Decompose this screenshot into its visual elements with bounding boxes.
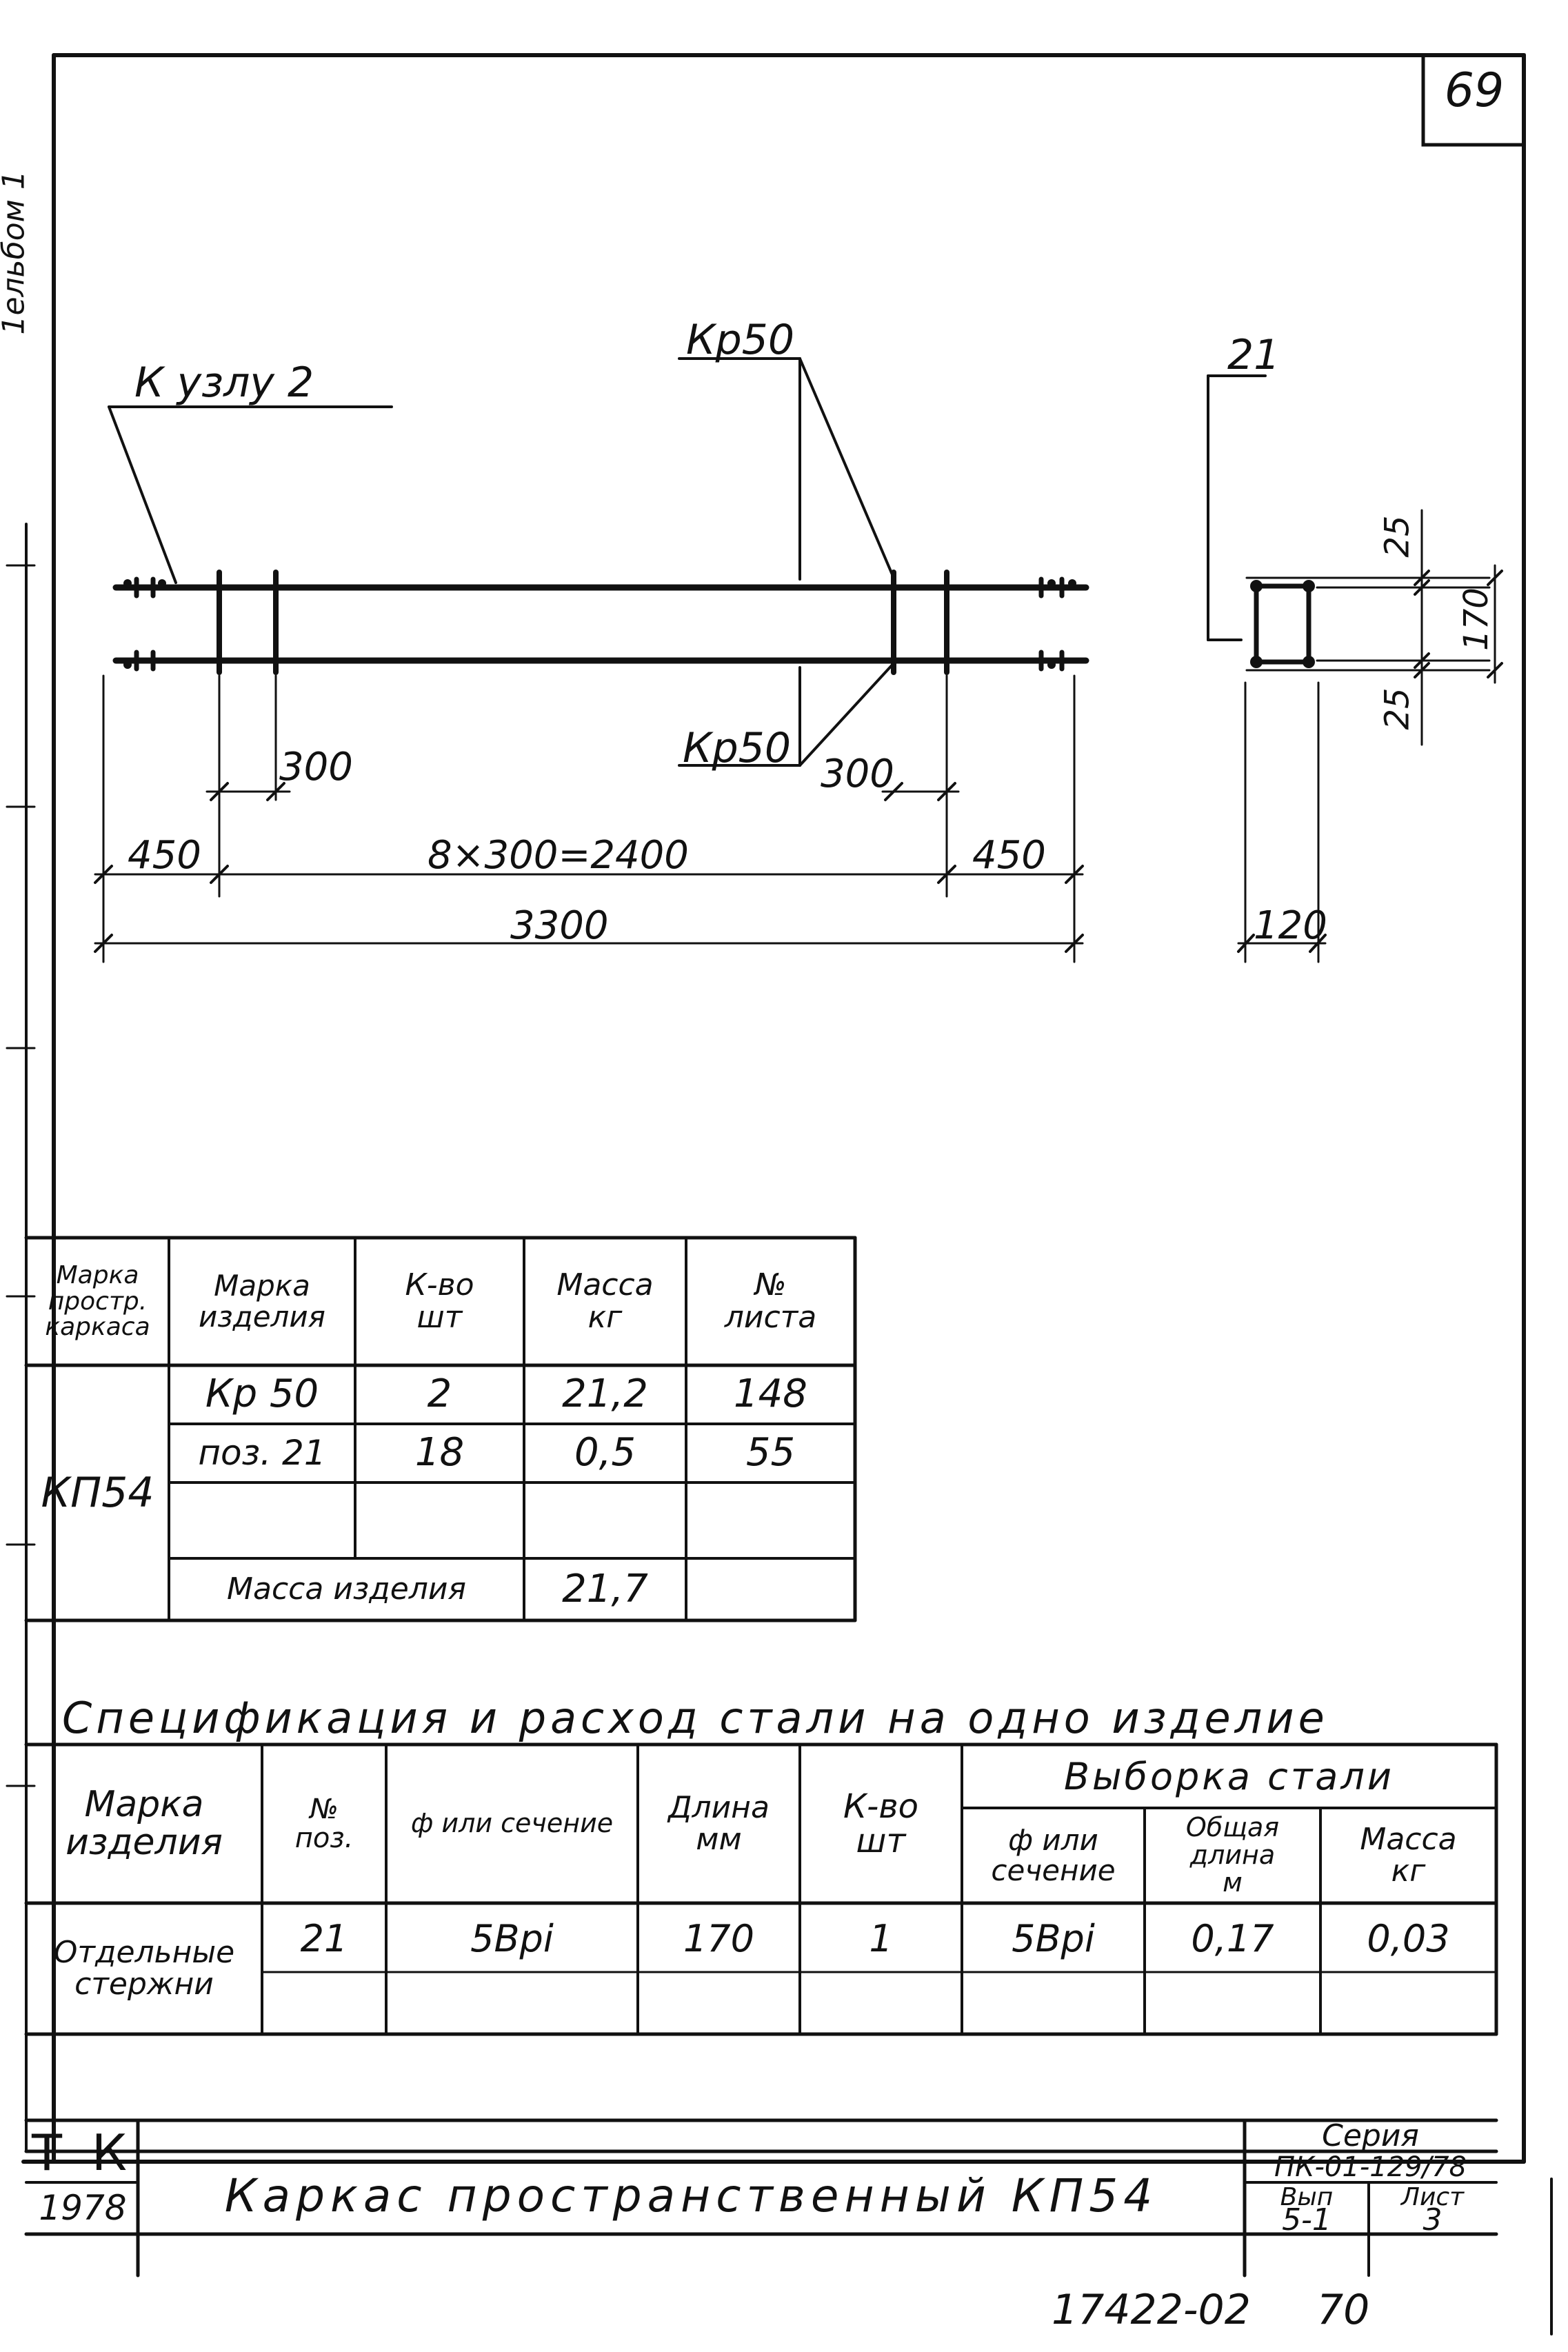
spec-row-section: 5Врі (470, 1917, 554, 1961)
spec-header-qty: К-во шт (800, 1748, 962, 1900)
spec-row-item-mark: Отдельные стержни (26, 1907, 262, 2031)
title-block-series-value: ПК-01-129/78 (1274, 2151, 1467, 2183)
title-block-year: 1978 (39, 2188, 127, 2229)
comp-row-1-mass: 21,2 (562, 1371, 648, 1417)
spec-header-qty-l2: шт (856, 1822, 906, 1860)
comp-header-frame-mark-l3: каркаса (45, 1313, 150, 1342)
spec-header-mass: Масса кг (1320, 1811, 1496, 1900)
dim-300-left: 300 (279, 745, 353, 790)
comp-row-1-item: Кр 50 (205, 1371, 319, 1417)
spec-header-pos: № поз. (262, 1748, 386, 1900)
title-block-sheet-value: 3 (1423, 2202, 1443, 2238)
spec-row-qty: 1 (869, 1917, 893, 1961)
title-block-sheet-label: Лист (1400, 2183, 1465, 2212)
spec-header-pos-l2: поз. (294, 1822, 354, 1854)
spec-header-total-length: Общая длина м (1145, 1811, 1320, 1900)
spec-row-steel-section: 5Врі (1012, 1917, 1095, 1961)
spec-header-qty-l1: К-во (843, 1787, 919, 1826)
spec-header-item-mark-l1: Марка (84, 1784, 204, 1826)
comp-header-item-mark: Марка изделия (169, 1241, 355, 1362)
comp-total-label: Масса изделия (227, 1571, 466, 1607)
comp-total-value: 21,7 (562, 1566, 648, 1611)
bottom-code: 17422-02 (1052, 2286, 1251, 2334)
spec-header-length-l2: мм (696, 1822, 742, 1857)
dim-3300: 3300 (510, 903, 609, 948)
comp-header-sheet-l2: листа (724, 1299, 817, 1335)
spec-header-item-mark: Марка изделия (26, 1748, 262, 1900)
spec-row-item-mark-l1: Отдельные (53, 1934, 235, 1970)
comp-header-item-mark-l1: Марка (214, 1269, 310, 1303)
spec-header-mass-l1: Масса (1360, 1821, 1457, 1857)
spec-header-total-length-l1: Общая (1185, 1812, 1280, 1843)
callout-pos-21: 21 (1227, 331, 1280, 379)
dim-300-right: 300 (821, 752, 894, 796)
dim-450-left: 450 (128, 833, 201, 878)
comp-header-frame-mark: Марка простр. каркаса (26, 1241, 169, 1362)
comp-header-mass: Масса кг (524, 1241, 686, 1362)
dim-170: 170 (1456, 587, 1496, 651)
comp-row-1-qty: 2 (427, 1371, 452, 1417)
spec-header-total-length-l3: м (1223, 1867, 1243, 1898)
comp-header-sheet: № листа (686, 1241, 855, 1362)
callout-kr50-bottom: Кр50 (683, 724, 792, 772)
comp-header-qty-l2: шт (416, 1299, 463, 1335)
side-stamp: 1ельбом 1 (0, 170, 32, 335)
comp-row-2-qty: 18 (414, 1430, 465, 1476)
comp-row-1-sheet: 148 (734, 1371, 807, 1417)
title-block-issue-value: 5-1 (1282, 2202, 1331, 2238)
callout-node-2: К узлу 2 (134, 359, 314, 407)
spec-row-total-length: 0,17 (1191, 1917, 1274, 1961)
comp-header-item-mark-l2: изделия (199, 1299, 325, 1334)
spec-row-length: 170 (683, 1917, 755, 1961)
title-block-title: Каркас пространственный КП54 (224, 2169, 1158, 2223)
bottom-number: 70 (1317, 2286, 1370, 2334)
spec-header-steel-group: Выборка стали (1063, 1755, 1395, 1799)
comp-header-qty: К-во шт (355, 1241, 524, 1362)
comp-header-mass-l2: кг (587, 1299, 623, 1335)
spec-title: Спецификация и расход стали на одно изде… (62, 1693, 1329, 1743)
comp-frame-mark: КП54 (41, 1468, 154, 1517)
spec-header-total-length-l2: длина (1189, 1840, 1276, 1871)
spec-header-length-l1: Длина (668, 1789, 770, 1825)
comp-row-2-sheet: 55 (745, 1430, 796, 1476)
comp-header-mass-l1: Масса (556, 1267, 654, 1303)
dim-120: 120 (1254, 903, 1327, 948)
spec-row-mass: 0,03 (1367, 1917, 1450, 1961)
dim-8x300: 8×300=2400 (428, 833, 689, 878)
spec-header-item-mark-l2: изделия (66, 1822, 223, 1863)
comp-row-2-item: поз. 21 (198, 1433, 326, 1474)
spec-row-item-mark-l2: стержни (74, 1967, 214, 2002)
dim-25-top: 25 (1378, 515, 1417, 558)
dim-25-bottom: 25 (1378, 687, 1417, 730)
comp-header-frame-mark-l1: Марка (56, 1260, 139, 1289)
comp-row-2-mass: 0,5 (574, 1430, 636, 1476)
spec-row-pos: 21 (300, 1917, 348, 1961)
sheet-number: 69 (1444, 63, 1505, 118)
spec-header-mass-l2: кг (1391, 1853, 1426, 1889)
callout-kr50-top: Кр50 (686, 316, 795, 364)
spec-header-steel-section-l2: сечение (991, 1853, 1116, 1887)
spec-header-steel-section: ф или сечение (962, 1811, 1145, 1900)
comp-header-frame-mark-l2: простр. (48, 1287, 148, 1316)
comp-header-qty-l1: К-во (405, 1267, 474, 1303)
title-block-org-large: Т К (32, 2123, 134, 2182)
title-block-issue-label: Вып (1280, 2183, 1334, 2212)
title-block-series-label: Серия (1322, 2118, 1419, 2154)
comp-header-sheet-l1: № (754, 1267, 787, 1303)
spec-header-length: Длина мм (638, 1748, 800, 1900)
spec-header-steel-section-l1: ф или (1008, 1822, 1098, 1857)
spec-header-section: ф или сечение (410, 1808, 614, 1839)
dim-450-right: 450 (972, 833, 1046, 878)
spec-header-pos-l1: № (310, 1793, 339, 1825)
